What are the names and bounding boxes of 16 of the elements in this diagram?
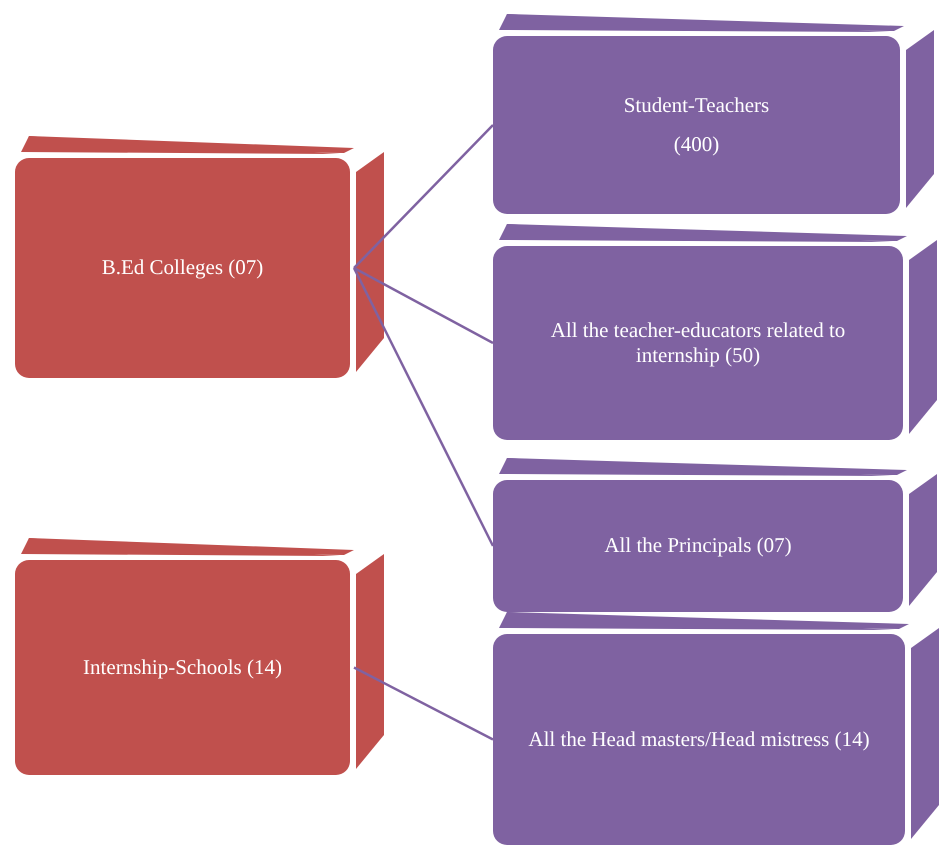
block-label: Internship-Schools (14) xyxy=(83,654,282,680)
block-box xyxy=(493,36,900,214)
block-box xyxy=(15,158,350,378)
connector-line xyxy=(353,266,494,344)
block-label: B.Ed Colleges (07) xyxy=(102,255,264,281)
connector-line xyxy=(353,124,494,269)
connector-line xyxy=(353,666,494,741)
block-label: (400) xyxy=(674,132,720,158)
block-label: All the Principals (07) xyxy=(604,533,792,559)
block-box xyxy=(493,634,905,845)
block-label: All the teacher-educators related to internship (50) xyxy=(550,318,846,368)
block-box xyxy=(15,560,350,775)
connector-line xyxy=(352,267,494,547)
block-box xyxy=(493,246,903,440)
block-label: Student-Teachers xyxy=(624,92,770,118)
block-label: All the Head masters/Head mistress (14) xyxy=(528,726,870,752)
